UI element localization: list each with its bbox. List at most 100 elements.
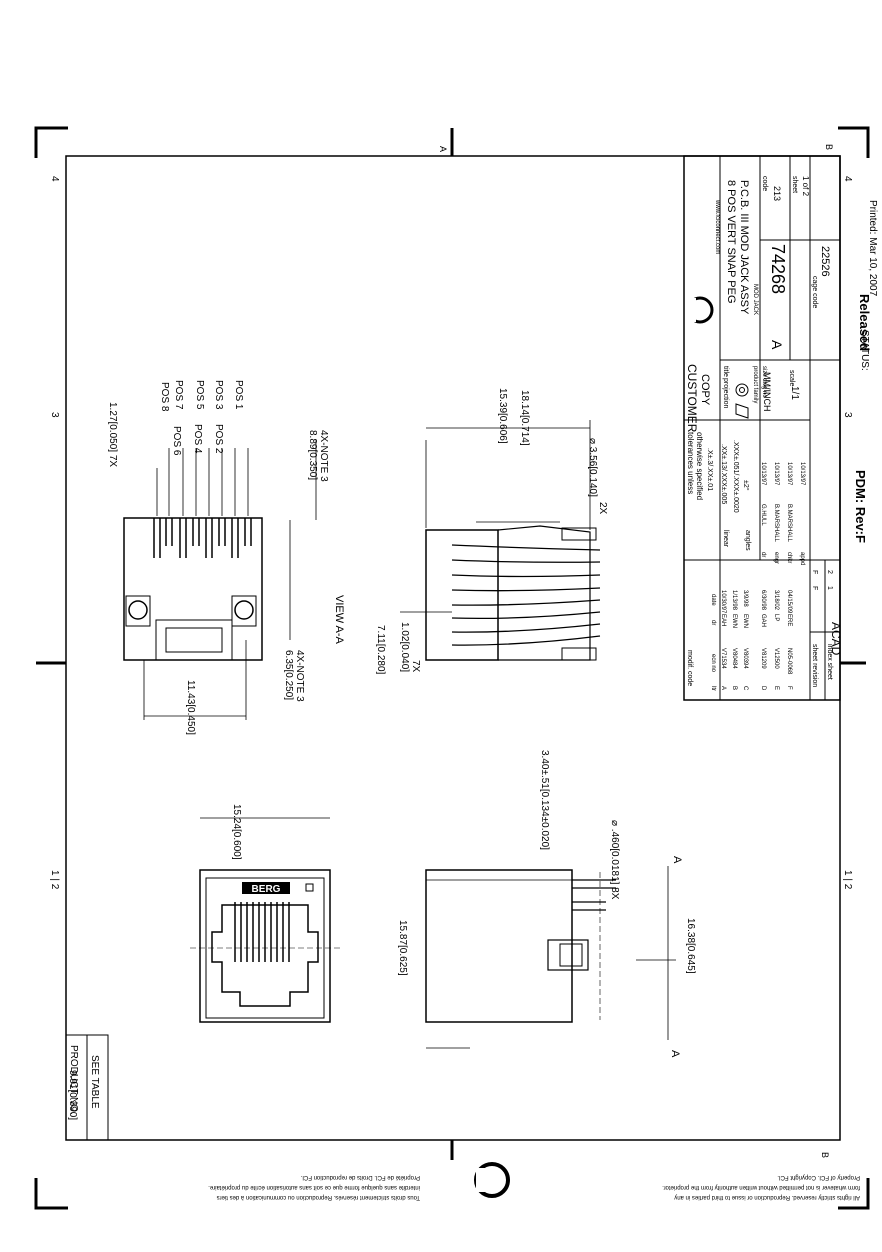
tb-dwg-no: 74268: [768, 244, 788, 294]
rev-f-dr: ERE: [786, 614, 792, 626]
product-box: PRODUCT NO. SEE TABLE: [65, 1034, 109, 1141]
rev-d-ltr: D: [760, 686, 766, 691]
tb-size-label: size dwg no: [761, 366, 767, 398]
role-dr-date: 10/13/97: [760, 462, 766, 486]
copyright-footer: All rights strictly reserved. Reproducti…: [208, 1162, 860, 1200]
view-aa-note-a2: 4X-NOTE 3: [318, 430, 329, 482]
role-engr: engr: [773, 552, 779, 564]
tb-website: www.fciconnect.com: [714, 199, 720, 254]
pos-8-label: POS 8: [159, 382, 170, 412]
rev-e-ecn: V12500: [773, 648, 779, 669]
tb-angles: angles: [744, 530, 751, 551]
pos-7-label: POS 7: [173, 380, 184, 410]
rev-header-date: date: [710, 594, 716, 606]
view-aa-note-b: 6.35[0.250]: [283, 650, 294, 700]
role-engr-name: B.MARSHALL: [773, 504, 779, 543]
tb-size-value: A: [769, 340, 785, 350]
zone-top: A: [438, 146, 448, 152]
rev-f-ltr: F: [786, 686, 792, 690]
view-aa-width: 11.43[0.450]: [185, 680, 196, 735]
rev-f-ecn: N05-0068: [786, 648, 792, 675]
role-chkr: chkr: [786, 552, 792, 563]
status-prefix: STATUS:: [859, 330, 870, 371]
rev-header-ltr: ltr: [710, 686, 716, 691]
copyright-fr-2: interdite sans quelque forme que ce soit…: [208, 1184, 420, 1190]
role-dr: dr: [760, 552, 766, 557]
rev-e-ltr: E: [773, 686, 779, 690]
copyright-en-2: form whatever is not permitted without w…: [662, 1184, 860, 1190]
tb-scale-value: 1/1: [789, 386, 800, 400]
side-d5: 1.02[0.040]: [399, 622, 410, 672]
rev-header-ecn: ecn no: [710, 654, 716, 673]
pos-1-label: POS 1: [233, 380, 244, 410]
tb-scale-label: scale: [788, 370, 795, 386]
tb-tol-4: .XX±.13/.XXX±.005: [720, 444, 727, 504]
rev-c-date: 3/9/98: [742, 590, 748, 607]
zone-right-4: 4: [842, 176, 853, 182]
status-lines: PDM: Rev:F STATUS: Released Printed: Mar…: [853, 200, 878, 543]
corner-marks: [34, 126, 870, 1210]
tb-sheet-label: sheet: [791, 176, 798, 193]
tb-family-value: MOD JACK: [752, 284, 758, 315]
zone-left-3: 3: [49, 412, 60, 418]
copyright-fr-1: Tous droits strictement réservés. Reprod…: [217, 1194, 420, 1200]
product-no-heading: PRODUCT NO.: [68, 1045, 79, 1115]
pos-4-label: POS 4: [192, 424, 203, 454]
bottom-side-view: 3.40±.51[0.134±0.020] ⌀ .460[0.0181] 8X …: [67, 750, 696, 1120]
zone-left-4: 4: [49, 176, 60, 182]
tb-family-label: product family: [752, 366, 758, 403]
rev-c-ltr: C: [742, 686, 748, 691]
view-aa-note-b2: 4X-NOTE 3: [294, 650, 305, 702]
pos-6-label: POS 6: [171, 426, 182, 456]
view-aa-note-a: 8.89[0.350]: [307, 430, 318, 480]
rev-a-ltr: A: [720, 686, 726, 690]
printed-date: Printed: Mar 10, 2007: [867, 200, 878, 297]
title-block: www.fciconnect.com title 8 POS VERT SNAP…: [683, 155, 841, 701]
rev-b-ecn: V80484: [731, 648, 737, 669]
tb-title-line1: 8 POS VERT SNAP PEG: [725, 180, 737, 304]
tb-customer: CUSTOMER: [685, 364, 699, 433]
side-d1: 15.39[0.606]: [497, 388, 508, 444]
tb-tol-1: tolerances unless: [686, 432, 695, 494]
tb-index-val-2: 2: [826, 570, 833, 574]
rev-f-date: 04/15/09: [786, 590, 792, 614]
bottom-d4: 16.38[0.645]: [685, 918, 696, 974]
copyright-en-1: All rights strictly reserved. Reproducti…: [674, 1194, 860, 1200]
rev-a-dr: EAH: [720, 614, 726, 626]
bottom-d5: 9.91[0.390]: [67, 1070, 78, 1120]
tb-rev-val-1: F: [811, 586, 818, 590]
tb-copy: COPY: [699, 374, 711, 406]
rev-header-dr: dr: [710, 620, 716, 625]
side-d2: 18.14[0.714]: [519, 390, 530, 446]
rev-c-ecn: V80394: [742, 648, 748, 669]
product-no-value: SEE TABLE: [89, 1055, 100, 1109]
front-brand: BERG: [252, 884, 281, 895]
bottom-d2: ⌀ .460[0.0181] 8X: [609, 820, 620, 900]
side-view: 15.39[0.606] 18.14[0.714] ⌀ 3.56[0.140] …: [375, 388, 608, 675]
tb-tol-2: otherwise specified: [695, 432, 704, 500]
copyright-fr-3: Propriété de FCI. Droits de reproduction…: [300, 1174, 420, 1180]
role-dr-name: G.HULL: [760, 504, 766, 526]
view-aa-label: VIEW A-A: [333, 595, 345, 645]
role-chkr-date: 10/13/97: [786, 462, 792, 486]
role-chkr-name: B.MARSHALL: [786, 504, 792, 543]
pos-2-label: POS 2: [213, 424, 224, 454]
tb-cage-value: 22526: [819, 246, 831, 277]
pos-3-label: POS 3: [213, 380, 224, 410]
view-aa-pitch: 1.27[0.050] 7X: [107, 402, 118, 467]
tb-title-label: title: [722, 366, 729, 377]
tb-tol-3: .X±.3/.XX±.01: [706, 448, 713, 491]
view-aa: 1.27[0.050] 7X POS 8 POS 7 POS 6 POS 5 P…: [107, 380, 345, 735]
status-value: Released: [857, 294, 872, 351]
front-view: BERG 15.24[0.600]: [190, 804, 340, 1023]
fci-footer-logo-icon: [474, 1162, 510, 1198]
rev-d-date: 6/30/98: [760, 590, 766, 611]
zone-bottom: B: [820, 1152, 830, 1158]
rev-b-date: 1/13/98: [731, 590, 737, 611]
tb-linear: linear: [722, 530, 729, 548]
rev-a-ecn: V71534: [720, 648, 726, 669]
side-d3: ⌀ 3.56[0.140]: [587, 438, 598, 497]
rev-e-date: 3/18/02: [773, 590, 779, 611]
tb-tol-5: .XXX±.051/.XXX±.0020: [732, 440, 739, 513]
